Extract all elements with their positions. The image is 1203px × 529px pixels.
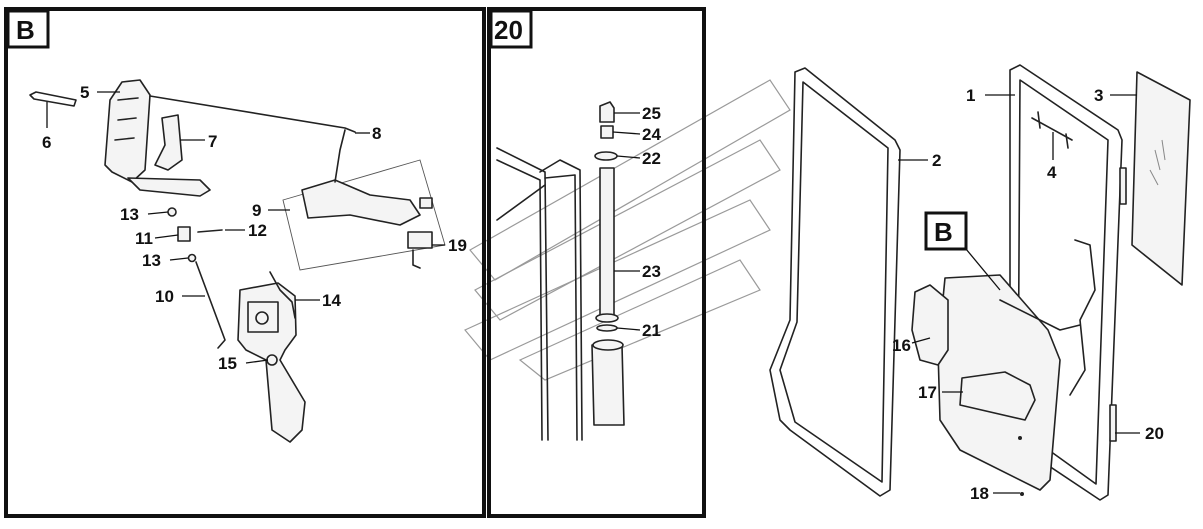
label-24: 24 — [642, 125, 661, 144]
label-13-lower: 13 — [142, 251, 161, 270]
door-drawing — [769, 64, 1191, 501]
detail-20-frame — [487, 7, 706, 518]
label-22: 22 — [642, 149, 661, 168]
detail-b-title: B — [16, 15, 35, 45]
label-16: 16 — [892, 336, 911, 355]
label-1: 1 — [966, 86, 975, 105]
watermark-logo — [464, 79, 791, 381]
latch-assembly-drawing — [29, 79, 446, 443]
label-23: 23 — [642, 262, 661, 281]
callout-b-box — [924, 211, 968, 251]
label-17: 17 — [918, 383, 937, 402]
callout-b-leader — [965, 248, 1001, 291]
label-21: 21 — [642, 321, 661, 340]
detail-20-leaders — [612, 112, 641, 331]
detail-b-leaders — [46, 91, 445, 364]
hinge-assembly-drawing — [496, 101, 625, 441]
detail-b-labels: 5 6 7 8 9 13 11 12 13 10 14 15 19 — [42, 83, 467, 373]
label-12: 12 — [248, 221, 267, 240]
label-25: 25 — [642, 104, 661, 123]
label-14: 14 — [322, 291, 341, 310]
main-labels: 1 3 2 4 16 17 20 18 — [892, 86, 1164, 503]
label-7: 7 — [208, 132, 217, 151]
callout-b-title: B — [934, 217, 953, 247]
label-2: 2 — [932, 151, 941, 170]
label-13-upper: 13 — [120, 205, 139, 224]
main-leaders — [898, 94, 1140, 494]
detail-b-frame — [4, 7, 486, 518]
label-11: 11 — [135, 229, 153, 248]
label-8: 8 — [372, 124, 381, 143]
detail-20-title: 20 — [494, 15, 523, 45]
label-4: 4 — [1047, 163, 1057, 182]
label-10: 10 — [155, 287, 174, 306]
label-3: 3 — [1094, 86, 1103, 105]
label-6: 6 — [42, 133, 51, 152]
label-20: 20 — [1145, 424, 1164, 443]
label-18: 18 — [970, 484, 989, 503]
detail-20-title-box — [489, 9, 533, 49]
label-5: 5 — [80, 83, 89, 102]
detail-b-title-box — [6, 9, 50, 49]
label-15: 15 — [218, 354, 237, 373]
detail-20-labels: 25 24 22 23 21 — [642, 104, 661, 340]
label-19: 19 — [448, 236, 467, 255]
label-9: 9 — [252, 201, 261, 220]
